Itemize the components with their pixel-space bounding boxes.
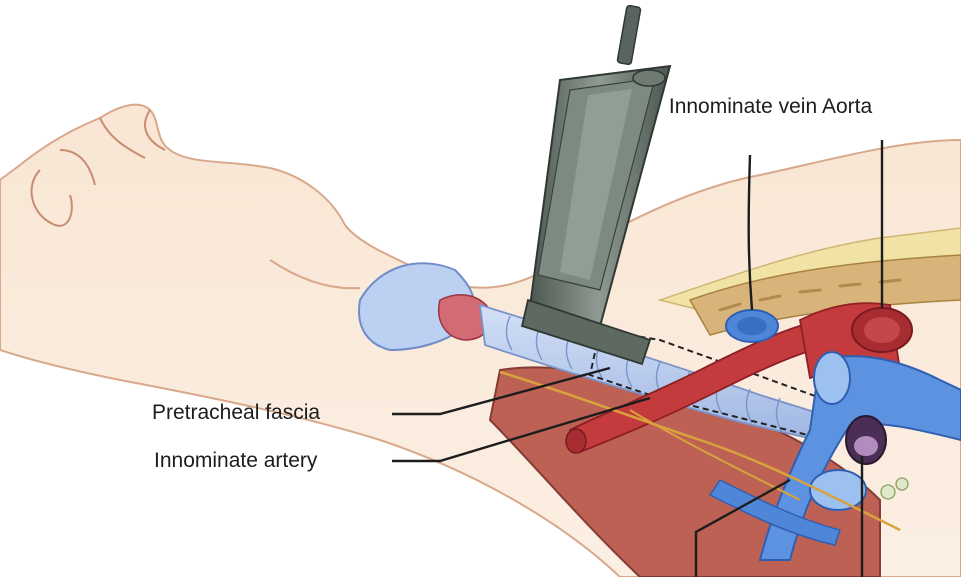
lymph-node — [881, 485, 895, 499]
esophagus-lumen — [854, 436, 878, 456]
innominate-vein-lumen — [737, 317, 767, 335]
carotid-artery-end — [566, 429, 586, 453]
label-innominate-artery: Innominate artery — [154, 450, 317, 472]
label-innominate-vein: Innominate vein — [668, 96, 818, 118]
lymph-node — [896, 478, 908, 490]
vein-lumen-1 — [814, 352, 850, 404]
label-pretracheal-fascia: Pretracheal fascia — [152, 402, 320, 424]
aorta-inner — [864, 317, 900, 343]
label-aorta: Aorta — [822, 96, 872, 118]
